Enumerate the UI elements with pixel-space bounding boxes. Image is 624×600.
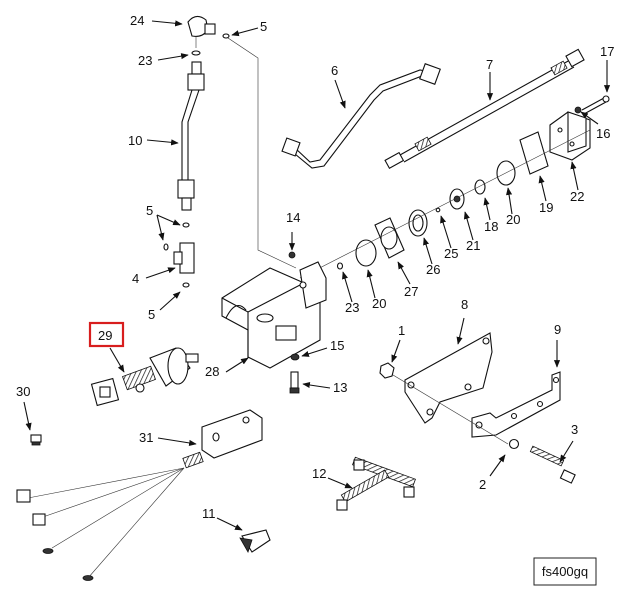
- motor-housing-28: [221, 261, 327, 369]
- callout-4[interactable]: 4: [132, 271, 139, 286]
- screw-13: [289, 371, 300, 394]
- callout-5[interactable]: 5: [148, 307, 155, 322]
- o-ring-5-mid: [182, 222, 190, 228]
- fuse-30: [30, 434, 42, 446]
- tee-heater-12: [336, 456, 416, 511]
- callout-11[interactable]: 11: [202, 506, 216, 521]
- callout-15[interactable]: 15: [330, 338, 344, 353]
- callout-8[interactable]: 8: [461, 297, 468, 312]
- solenoid-29: [90, 347, 199, 407]
- nut-14: [288, 251, 296, 259]
- callout-5[interactable]: 5: [146, 203, 153, 218]
- callout-12[interactable]: 12: [312, 466, 326, 481]
- lock-washer-16: [574, 106, 582, 114]
- callout-6[interactable]: 6: [331, 63, 338, 78]
- tee-fitting-4: [173, 242, 195, 274]
- callout-20[interactable]: 20: [372, 296, 386, 311]
- o-ring-23-top: [191, 50, 201, 56]
- fuel-hose-7: [384, 48, 585, 169]
- callout-13[interactable]: 13: [333, 380, 347, 395]
- callout-25[interactable]: 25: [444, 246, 458, 261]
- callout-30[interactable]: 30: [16, 384, 30, 399]
- callout-24[interactable]: 24: [130, 13, 144, 28]
- tube-assembly-10: [177, 61, 205, 211]
- o-ring-5-top: [222, 33, 230, 39]
- callout-29[interactable]: 29: [98, 328, 112, 343]
- callout-9[interactable]: 9: [554, 322, 561, 337]
- bracket-9: [471, 371, 561, 438]
- callout-19[interactable]: 19: [539, 200, 553, 215]
- washer-18: [474, 179, 486, 195]
- leader-lines: [23, 20, 611, 531]
- callout-23[interactable]: 23: [345, 300, 359, 315]
- fuel-tube-6: [281, 63, 441, 169]
- wiring-harness-31: [16, 409, 263, 581]
- callout-20[interactable]: 20: [506, 212, 520, 227]
- callout-21[interactable]: 21: [466, 238, 480, 253]
- bolt-17: [581, 95, 610, 115]
- bolt-3: [529, 445, 576, 484]
- callout-5[interactable]: 5: [260, 19, 267, 34]
- callout-7[interactable]: 7: [486, 57, 493, 72]
- callout-3[interactable]: 3: [571, 422, 578, 437]
- callout-18[interactable]: 18: [484, 219, 498, 234]
- highlight-box-29: [88, 321, 125, 348]
- pump-cover-22: [549, 111, 591, 161]
- callout-2[interactable]: 2: [479, 477, 486, 492]
- o-ring-20-left: [355, 239, 377, 267]
- callout-22[interactable]: 22: [570, 189, 584, 204]
- o-ring-23-mid: [336, 262, 344, 270]
- clip-11: [239, 529, 271, 553]
- callout-27[interactable]: 27: [404, 284, 418, 299]
- callout-10[interactable]: 10: [128, 133, 142, 148]
- rotor-21: [449, 188, 465, 210]
- callout-16[interactable]: 16: [596, 126, 610, 141]
- callout-14[interactable]: 14: [286, 210, 300, 225]
- callout-23[interactable]: 23: [138, 53, 152, 68]
- elbow-fitting-24: [187, 15, 216, 48]
- washer-2: [508, 438, 520, 450]
- callout-28[interactable]: 28: [205, 364, 219, 379]
- o-ring-5-bottom: [182, 282, 190, 288]
- reference-code: fs400gq: [542, 564, 588, 579]
- cover-plate-19: [519, 131, 549, 175]
- bracket-8: [404, 332, 493, 424]
- bearing-26: [408, 209, 428, 237]
- housing-plate-27: [374, 217, 405, 259]
- o-ring-5-side: [163, 243, 169, 251]
- callout-31[interactable]: 31: [139, 430, 153, 445]
- pin-25: [435, 207, 441, 213]
- callout-labels: 24 5 23 10 5 4 5 6 7 17 16 22 19 20 18 2…: [16, 13, 614, 521]
- nut-1: [379, 362, 395, 379]
- reference-code-box: fs400gq: [533, 557, 597, 586]
- callout-26[interactable]: 26: [426, 262, 440, 277]
- lock-washer-15: [290, 353, 300, 361]
- callout-17[interactable]: 17: [600, 44, 614, 59]
- callout-1[interactable]: 1: [398, 323, 405, 338]
